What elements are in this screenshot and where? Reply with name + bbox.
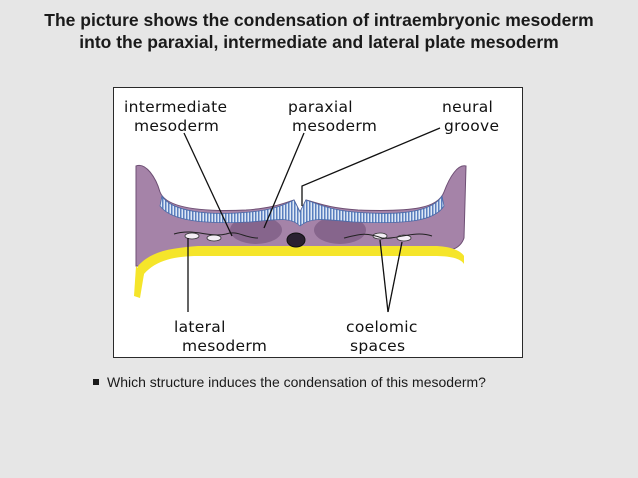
leader-intermediate: [183, 132, 233, 237]
endoderm-layer: [138, 246, 464, 294]
leader-neural-groove: [301, 127, 441, 206]
embryo-diagram: [134, 127, 467, 313]
intermediate-mesoderm-line: [173, 231, 259, 239]
label-coelomic-line-2: spaces: [350, 337, 406, 355]
label-neural-line-2: groove: [444, 117, 500, 135]
slide-title-line-2: into the paraxial, intermediate and late…: [79, 32, 559, 52]
left-somite: [230, 216, 282, 244]
intermediate-mesoderm-line-right: [343, 233, 433, 239]
bullet-square-icon: [93, 379, 99, 386]
label-neural-groove: neural groove: [442, 98, 499, 136]
embryo-cross-section-figure: intermediate mesoderm paraxial mesoderm …: [113, 87, 523, 358]
label-paraxial-line-1: paraxial: [288, 98, 353, 116]
question-text: Which structure induces the condensation…: [107, 374, 486, 390]
coelomic-space-left-2: [206, 234, 222, 242]
question-bullet: Which structure induces the condensation…: [93, 374, 486, 390]
label-neural-line-1: neural: [442, 98, 494, 116]
leader-paraxial: [263, 132, 305, 229]
label-paraxial-line-2: mesoderm: [292, 117, 378, 135]
notochord: [286, 232, 306, 248]
endoderm-left-edge: [134, 266, 144, 298]
label-lateral-line-1: lateral: [174, 318, 226, 336]
slide-title-line-1: The picture shows the condensation of in…: [44, 10, 594, 30]
right-somite: [314, 216, 366, 244]
label-lateral-line-2: mesoderm: [182, 337, 268, 355]
label-intermediate-line-2: mesoderm: [134, 117, 220, 135]
coelomic-space-left-1: [184, 232, 200, 240]
label-paraxial-mesoderm: paraxial mesoderm: [288, 98, 377, 136]
leader-coelomic-1: [379, 239, 389, 313]
label-intermediate-mesoderm: intermediate mesoderm: [124, 98, 227, 136]
label-lateral-mesoderm: lateral mesoderm: [174, 318, 267, 356]
coelomic-space-right-1: [372, 232, 388, 240]
label-coelomic-spaces: coelomic spaces: [346, 318, 418, 356]
label-coelomic-line-1: coelomic: [346, 318, 418, 336]
label-intermediate-line-1: intermediate: [124, 98, 228, 116]
slide-title: The picture shows the condensation of in…: [0, 9, 638, 53]
ectoderm-layer: [159, 194, 445, 227]
leader-coelomic-2: [387, 241, 403, 313]
